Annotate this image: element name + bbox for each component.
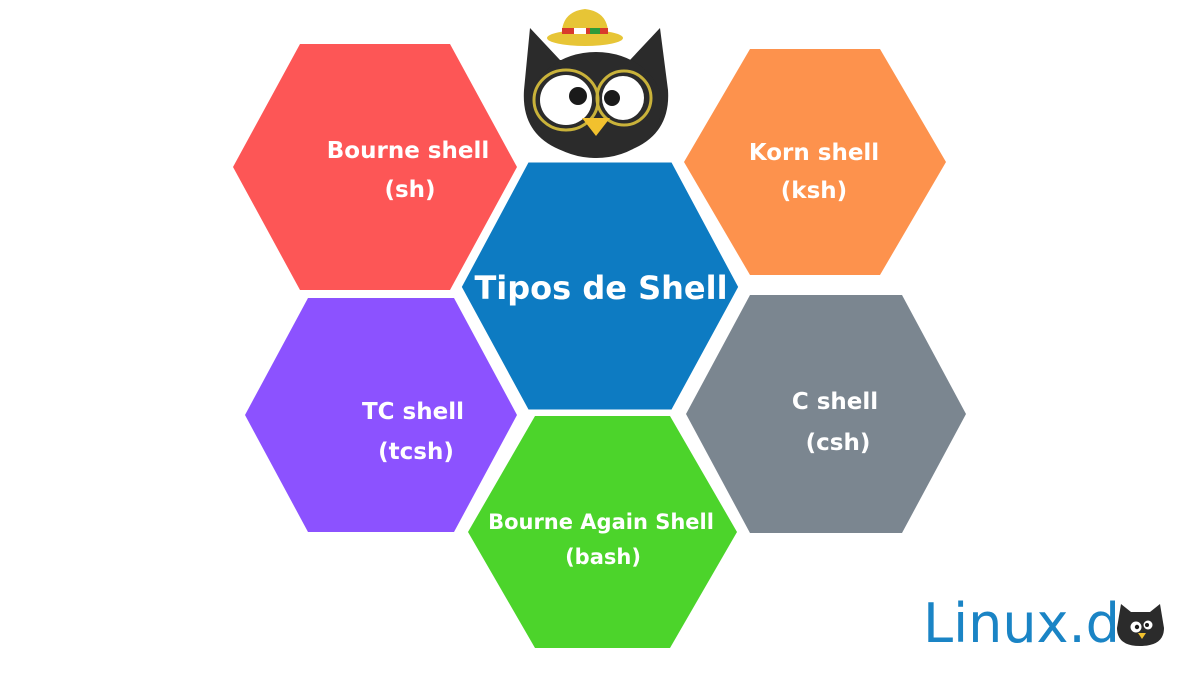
brand-logo-text: Linux.d bbox=[923, 592, 1120, 655]
hex-bourne-shell: Bourne shell (sh) bbox=[233, 44, 517, 290]
hex-bash: Bourne Again Shell (bash) bbox=[468, 416, 737, 648]
owl-mascot-icon bbox=[523, 9, 669, 158]
hex-bash-shape bbox=[468, 416, 737, 648]
hex-bash-label-line2: (bash) bbox=[565, 545, 641, 569]
owl-head-icon bbox=[1117, 604, 1164, 646]
hex-c-shell: C shell (csh) bbox=[686, 295, 966, 533]
hex-tc-label-line2: (tcsh) bbox=[378, 439, 454, 465]
hex-korn-shape bbox=[684, 49, 946, 275]
hex-bash-label-line1: Bourne Again Shell bbox=[488, 510, 714, 534]
hex-bourne-label-line1: Bourne shell bbox=[327, 138, 489, 164]
hex-center: Tipos de Shell bbox=[456, 157, 744, 415]
hex-tc-label-line1: TC shell bbox=[362, 399, 464, 425]
hex-korn-label-line1: Korn shell bbox=[749, 140, 879, 166]
brand-logo: Linux.d bbox=[923, 592, 1164, 655]
hex-c-label-line1: C shell bbox=[792, 389, 878, 415]
hex-center-shape bbox=[456, 157, 744, 415]
hex-korn-shell: Korn shell (ksh) bbox=[684, 49, 946, 275]
hex-c-shape bbox=[686, 295, 966, 533]
hex-c-label-line2: (csh) bbox=[806, 430, 871, 456]
hex-bourne-shape bbox=[233, 44, 517, 290]
hex-tc-shape bbox=[245, 298, 517, 532]
hex-korn-label-line2: (ksh) bbox=[781, 178, 847, 204]
hex-tc-shell: TC shell (tcsh) bbox=[245, 298, 517, 532]
hex-bourne-label-line2: (sh) bbox=[384, 177, 435, 203]
hex-center-title: Tipos de Shell bbox=[474, 269, 727, 307]
